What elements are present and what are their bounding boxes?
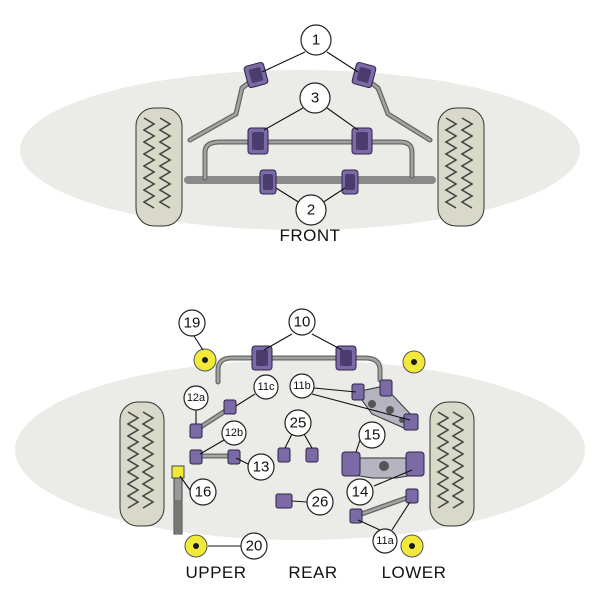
callout-16-circle	[189, 478, 217, 506]
callout-26-label: 26	[312, 494, 329, 511]
bushing-1-right	[351, 61, 377, 89]
bushing-12b	[189, 449, 203, 465]
bushing-10-left	[251, 345, 273, 371]
yellow-bush-upper-right	[402, 350, 426, 374]
callout-13-label: 13	[253, 459, 270, 476]
bushing-2-right	[341, 169, 359, 195]
bushing-13	[227, 449, 241, 465]
yellow-bush-19	[193, 348, 217, 372]
callout-15-label: 15	[364, 427, 381, 444]
callout-11a-label: 11a	[376, 535, 394, 547]
bushing-10-right	[335, 345, 357, 371]
bushing-2-left	[259, 169, 277, 195]
callout-11b-circle	[289, 373, 315, 399]
callout-13-circle	[247, 453, 275, 481]
callout-20-circle	[240, 532, 268, 560]
callout-12b-label: 12b	[225, 427, 243, 439]
callout-11c-circle	[253, 374, 279, 400]
callout-1-circle	[300, 24, 332, 56]
yellow-bush-lower-right	[400, 534, 424, 558]
rear-diagram: 19 10 12a 11c 11b 12b 25 15	[15, 308, 585, 582]
callout-12b-circle	[221, 420, 247, 446]
callout-19-circle	[178, 309, 206, 337]
bushing-11a-left	[349, 508, 363, 524]
front-diagram: 1 3 2 FRONT	[20, 24, 580, 245]
callout-3-circle	[299, 82, 331, 114]
bushing-25-left	[277, 447, 291, 463]
rear-section-label: REAR	[288, 563, 337, 582]
callout-16-label: 16	[195, 484, 212, 501]
callout-2-circle	[295, 194, 327, 226]
front-right-tire	[437, 107, 485, 227]
callout-2-label: 2	[307, 202, 315, 219]
callout-15-circle	[358, 421, 386, 449]
callout-11c-label: 11c	[258, 381, 275, 393]
lower-section-label: LOWER	[382, 563, 447, 582]
bushing-12a	[189, 423, 203, 439]
callout-14-label: 14	[352, 484, 369, 501]
callout-12a-circle	[183, 385, 209, 411]
shock-absorber-16	[171, 465, 185, 535]
rear-right-tire	[429, 401, 475, 527]
bushing-11c	[223, 399, 237, 415]
carrier-15	[341, 451, 425, 479]
callout-26-circle	[306, 488, 334, 516]
callout-25-circle	[284, 409, 312, 437]
rear-left-tire	[119, 401, 165, 527]
callout-19-label: 19	[184, 315, 201, 332]
callout-3-label: 3	[311, 90, 319, 107]
callout-1-label: 1	[312, 32, 320, 49]
bushing-1-left	[243, 61, 269, 89]
callout-12a-label: 12a	[187, 392, 206, 404]
callout-11b-label: 11b	[293, 380, 311, 392]
bushing-11a-right	[405, 488, 419, 504]
bushing-26	[275, 493, 293, 509]
callout-10-circle	[288, 308, 316, 336]
bushing-3-left	[247, 127, 269, 155]
callout-14-circle	[346, 478, 374, 506]
front-section-label: FRONT	[279, 226, 340, 245]
bushing-3-right	[351, 127, 373, 155]
callout-11a-circle	[372, 528, 398, 554]
upper-section-label: UPPER	[185, 563, 246, 582]
callout-10-label: 10	[294, 314, 311, 331]
bushing-25-right	[305, 447, 319, 463]
callout-25-label: 25	[290, 415, 307, 432]
yellow-bush-20	[184, 534, 208, 558]
callout-20-label: 20	[246, 538, 263, 555]
front-left-tire	[135, 107, 183, 227]
